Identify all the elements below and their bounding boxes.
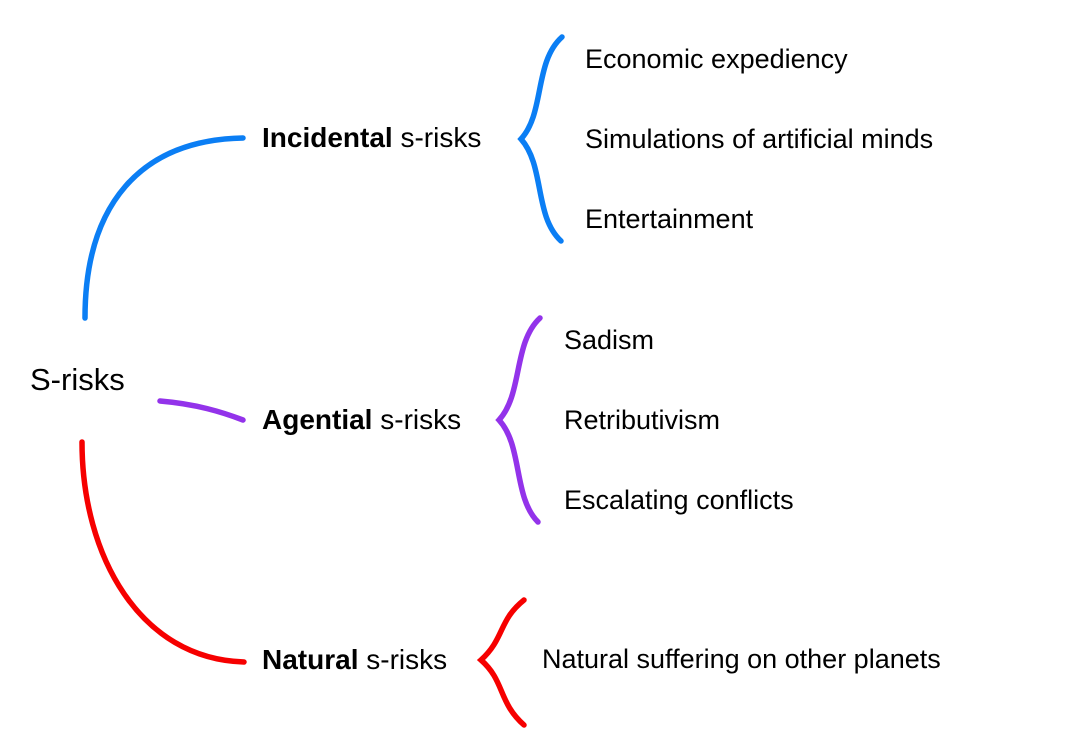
- leaf-node-economic-expediency[interactable]: Economic expediency: [585, 46, 848, 73]
- brace-incidental: [517, 34, 565, 244]
- category-agential-bold: Agential: [262, 404, 373, 435]
- leaf-label-simulations-of-artificial-minds: Simulations of artificial minds: [585, 124, 934, 154]
- connector-natural: [79, 439, 247, 665]
- leaf-label-sadism: Sadism: [564, 325, 655, 355]
- leaf-label-natural-suffering-on-other-planets: Natural suffering on other planets: [542, 644, 941, 674]
- leaf-node-escalating-conflicts[interactable]: Escalating conflicts: [564, 487, 794, 514]
- category-node-natural[interactable]: Natural s-risks: [262, 646, 447, 674]
- leaf-node-sadism[interactable]: Sadism: [564, 327, 654, 354]
- category-node-agential[interactable]: Agential s-risks: [262, 406, 461, 434]
- category-natural-rest: s-risks: [358, 644, 448, 675]
- leaf-label-escalating-conflicts: Escalating conflicts: [564, 485, 794, 515]
- leaf-label-economic-expediency: Economic expediency: [585, 44, 848, 74]
- category-agential-rest: s-risks: [372, 404, 462, 435]
- leaf-node-natural-suffering-on-other-planets[interactable]: Natural suffering on other planets: [542, 646, 941, 673]
- connector-incidental: [82, 135, 246, 321]
- category-incidental-bold: Incidental: [262, 122, 393, 153]
- leaf-node-simulations-of-artificial-minds[interactable]: Simulations of artificial minds: [585, 126, 933, 153]
- root-node-s-risks[interactable]: S-risks: [30, 364, 125, 395]
- category-natural-bold: Natural: [262, 644, 359, 675]
- connector-agential: [157, 398, 246, 423]
- brace-agential: [495, 315, 543, 525]
- leaf-node-retributivism[interactable]: Retributivism: [564, 407, 720, 434]
- leaf-label-entertainment: Entertainment: [585, 204, 754, 234]
- category-incidental-rest: s-risks: [392, 122, 482, 153]
- category-node-incidental[interactable]: Incidental s-risks: [262, 124, 481, 152]
- leaf-node-entertainment[interactable]: Entertainment: [585, 206, 753, 233]
- root-node-label: S-risks: [30, 362, 125, 397]
- leaf-label-retributivism: Retributivism: [564, 405, 721, 435]
- brace-natural: [476, 597, 527, 728]
